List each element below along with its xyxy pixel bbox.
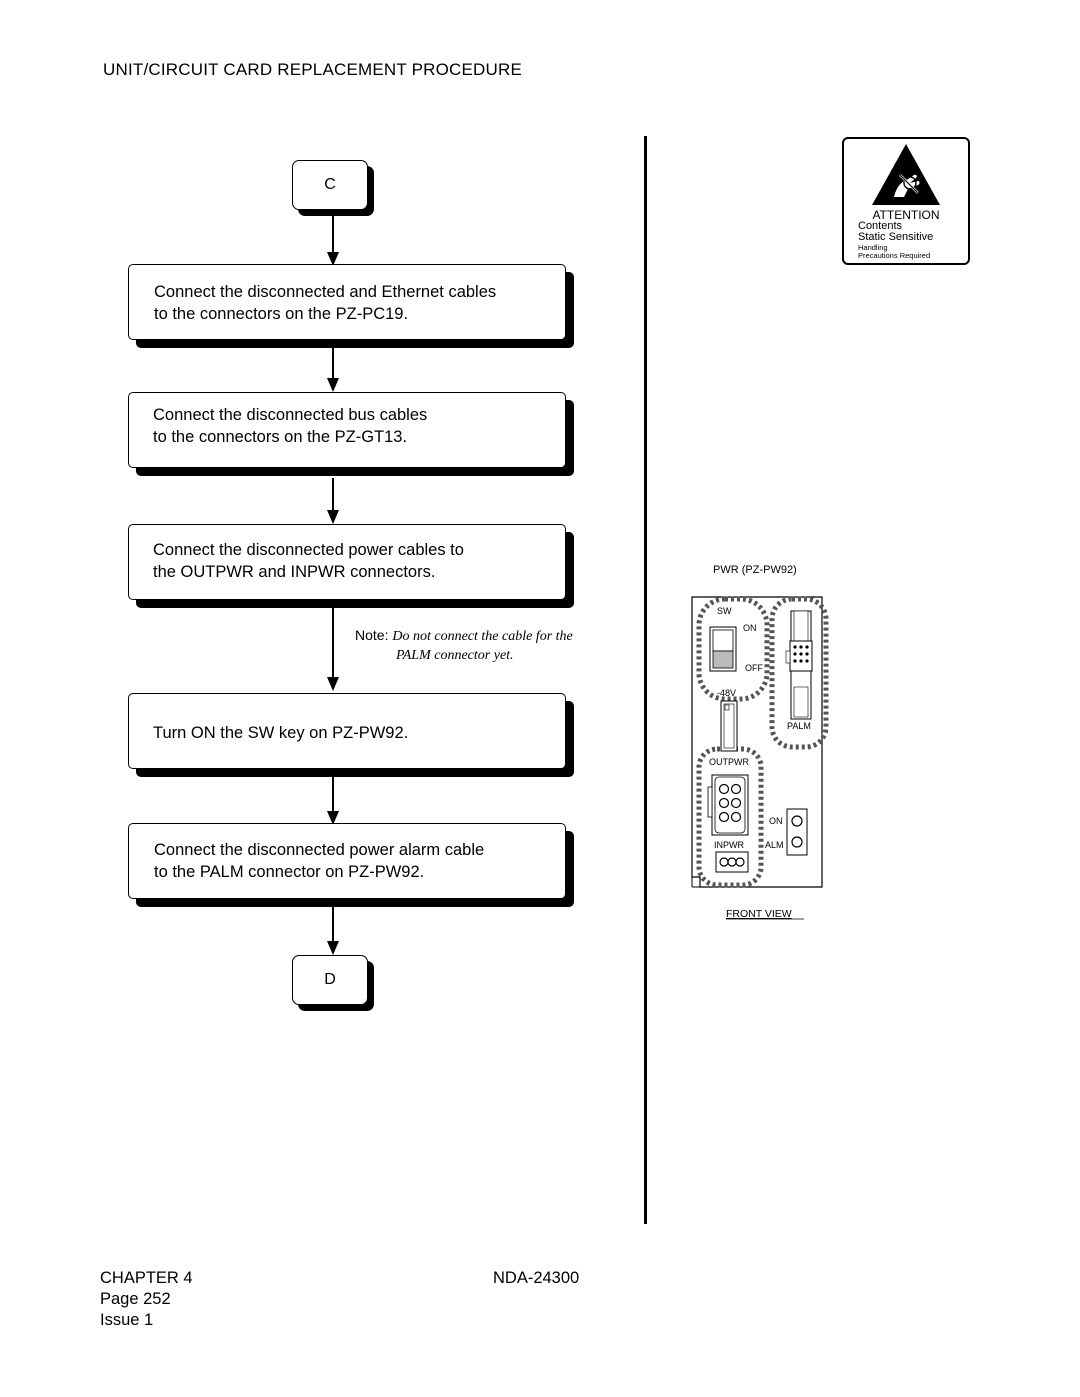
esd-attention-label: ATTENTION Contents Static Sensitive Hand… (842, 137, 970, 265)
arrow-down-icon (327, 378, 339, 392)
footer-issue: Issue 1 (100, 1311, 154, 1329)
connector-line (332, 606, 334, 678)
diagram-title: PWR (PZ-PW92) (713, 564, 797, 576)
outpwr-label: OUTPWR (709, 757, 749, 767)
step-text-line: Turn ON the SW key on PZ-PW92. (153, 724, 409, 742)
flow-start-label: C (292, 160, 368, 210)
arrow-down-icon (327, 941, 339, 955)
esd-text: Static Sensitive (858, 231, 934, 243)
alm-label: ALM (765, 840, 784, 850)
flow-step-2: Connect the disconnected bus cables to t… (128, 392, 574, 476)
page-footer: CHAPTER 4 Page 252 Issue 1 (100, 1268, 193, 1331)
arrow-down-icon (327, 510, 339, 524)
esd-text: Precautions Required (858, 251, 931, 260)
arrow-down-icon (327, 252, 339, 266)
step-text-line: Connect the disconnected and Ethernet ca… (154, 283, 497, 301)
sw-label: SW (717, 606, 732, 616)
arrow-down-icon (327, 677, 339, 691)
page-header: UNIT/CIRCUIT CARD REPLACEMENT PROCEDURE (103, 60, 522, 79)
esd-text: Handling (858, 243, 888, 252)
flow-end-label: D (292, 955, 368, 1005)
footer-doc-number: NDA-24300 (493, 1269, 580, 1287)
note-text-line: Do not connect the cable for the (392, 629, 573, 644)
flow-end-terminator: D (292, 955, 374, 1011)
connector-line (332, 212, 334, 257)
esd-title: ATTENTION (872, 208, 940, 222)
flow-note: Note: Do not connect the cable for the P… (355, 627, 573, 664)
arrow-down-icon (327, 811, 339, 825)
step-text-line: to the PALM connector on PZ-PW92. (154, 863, 425, 881)
step-text-line: Connect the disconnected bus cables (153, 406, 428, 424)
footer-page: Page 252 (100, 1290, 171, 1308)
flow-step-3: Connect the disconnected power cables to… (128, 524, 574, 608)
pz-pw92-front-view-diagram: PWR (PZ-PW92) SW ON OFF -48V PALM OUTPWR… (691, 564, 829, 920)
flow-step-5: Connect the disconnected power alarm cab… (128, 823, 574, 907)
inpwr-label: INPWR (714, 840, 744, 850)
off-label: OFF (745, 663, 763, 673)
footer-chapter: CHAPTER 4 (100, 1269, 193, 1287)
on-label: ON (743, 623, 757, 633)
column-divider (644, 136, 647, 1224)
diagram-caption: FRONT VIEW (726, 908, 792, 920)
flow-start-terminator: C (292, 160, 374, 216)
note-label: Note: (355, 627, 389, 643)
palm-label: PALM (787, 721, 811, 731)
connector-line (332, 345, 334, 382)
voltage-label: -48V (717, 688, 736, 698)
connector-line (332, 478, 334, 516)
esd-warning-icon (872, 144, 940, 205)
esd-text: Contents (858, 220, 903, 232)
step-text-line: to the connectors on the PZ-GT13. (153, 428, 408, 446)
flow-step-4: Turn ON the SW key on PZ-PW92. (128, 693, 574, 777)
connector-line (332, 776, 334, 812)
step-text-line: Connect the disconnected power cables to (153, 541, 464, 559)
note-text-line: PALM connector yet. (396, 648, 514, 663)
step-text-line: Connect the disconnected power alarm cab… (154, 841, 485, 859)
step-text-line: the OUTPWR and INPWR connectors. (153, 563, 436, 581)
connector-line (332, 906, 334, 942)
led-on-label: ON (769, 816, 783, 826)
step-text-line: to the connectors on the PZ-PC19. (154, 305, 409, 323)
flow-step-1: Connect the disconnected and Ethernet ca… (128, 264, 574, 348)
